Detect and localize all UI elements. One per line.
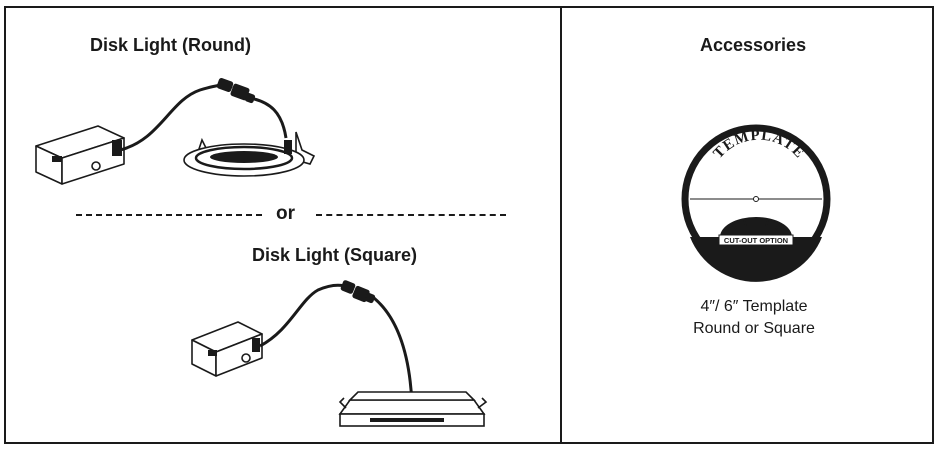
template-cutout-band — [690, 237, 822, 282]
or-separator: or — [76, 203, 506, 227]
square-junction-box-illustration — [191, 321, 263, 377]
diagram-frame — [4, 6, 934, 444]
cutout-option-label-box — [718, 234, 794, 246]
square-cable-illustration — [259, 283, 414, 405]
template-caption-size: 4″/ 6″ Template — [700, 298, 808, 315]
accessories-title: Accessories — [700, 35, 807, 55]
separator-dashes-right — [316, 214, 506, 216]
saw-blade-icon — [720, 217, 792, 237]
separator-dashes-left — [76, 214, 262, 216]
round-junction-box-illustration — [35, 125, 125, 185]
template-caption-shape: Round or Square — [693, 320, 815, 337]
square-disk-light-title: Disk Light (Square) — [252, 245, 418, 265]
square-disk-light-illustration — [338, 391, 488, 427]
round-disk-light-illustration — [183, 131, 316, 177]
template-center-point — [753, 196, 759, 202]
cutout-option-label: CUT-OUT OPTION — [724, 236, 788, 245]
round-connector-illustration — [216, 77, 256, 104]
separator-or-label: or — [276, 203, 295, 224]
saw-teeth-icon — [731, 219, 781, 230]
panel-divider — [560, 6, 562, 444]
round-disk-light-title: Disk Light (Round) — [90, 35, 251, 55]
square-connector-illustration — [340, 280, 376, 304]
template-illustration: TEMPLATE CUT-OUT OPTION — [681, 124, 831, 282]
